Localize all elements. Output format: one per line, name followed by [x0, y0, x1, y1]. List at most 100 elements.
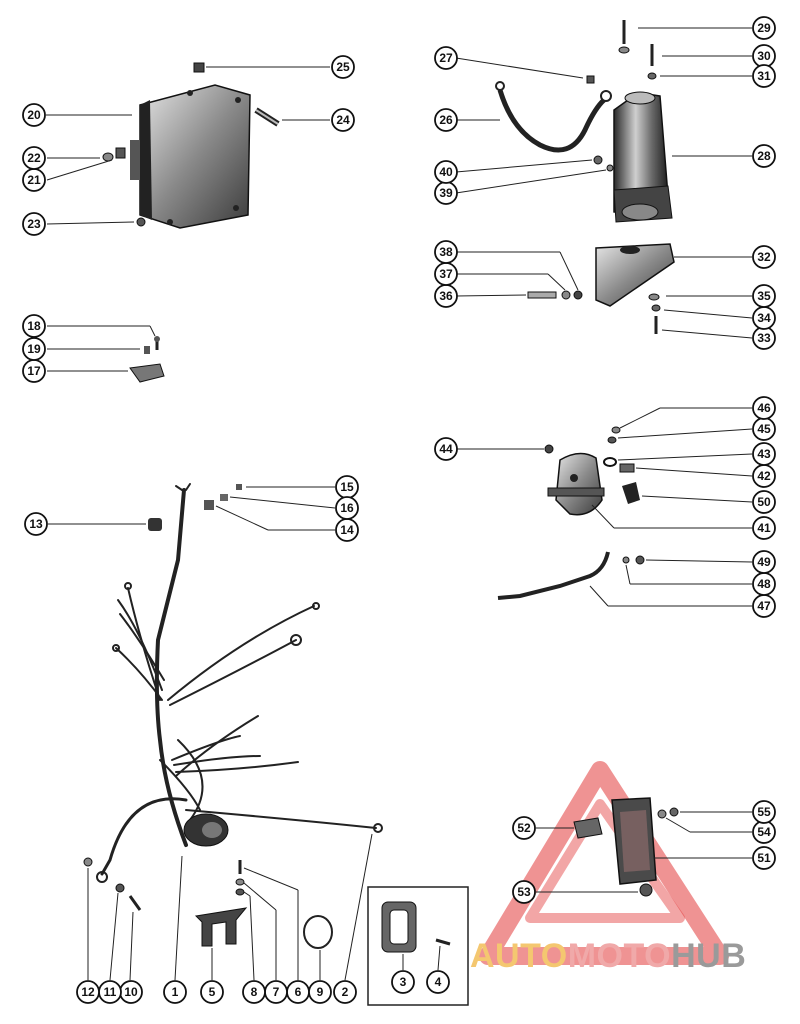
callout-number: 41 [757, 521, 771, 535]
callout-number: 8 [251, 985, 258, 999]
callout-number: 21 [27, 173, 41, 187]
callout-31: 31 [752, 64, 776, 88]
callout-circle [200, 980, 224, 1004]
callout-45: 45 [752, 417, 776, 441]
callout-41: 41 [752, 516, 776, 540]
switch-box-part [130, 84, 251, 229]
callout-20: 20 [22, 103, 46, 127]
callout-number: 46 [757, 401, 771, 415]
callout-35: 35 [752, 284, 776, 308]
callout-number: 39 [439, 186, 453, 200]
bracket-32 [595, 243, 675, 307]
callout-number: 36 [439, 289, 453, 303]
grommet-13 [148, 518, 162, 531]
callout-number: 15 [340, 480, 354, 494]
callout-number: 33 [757, 331, 771, 345]
callout-circle [752, 16, 776, 40]
nut-21 [115, 147, 126, 159]
leader-lines [46, 27, 753, 981]
callout-43: 43 [752, 442, 776, 466]
callout-circle [752, 800, 776, 824]
callout-54: 54 [752, 820, 776, 844]
washer-12 [83, 857, 93, 867]
callout-number: 31 [757, 69, 771, 83]
callout-number: 53 [517, 885, 531, 899]
callout-circle [434, 437, 458, 461]
callout-number: 18 [27, 319, 41, 333]
wiring-harness-1 [100, 483, 377, 876]
callout-number: 55 [757, 805, 771, 819]
callout-5: 5 [200, 980, 224, 1004]
washer-35 [648, 293, 660, 301]
nut-38 [573, 290, 583, 300]
washer-39 [606, 164, 614, 172]
callout-3: 3 [391, 970, 415, 994]
harness-plug [183, 813, 229, 847]
clamp-14 [204, 500, 214, 510]
callout-circle [752, 284, 776, 308]
callout-number: 24 [336, 113, 350, 127]
callout-number: 29 [757, 21, 771, 35]
callout-number: 34 [757, 311, 771, 325]
washer-54 [657, 809, 667, 819]
screw-4 [435, 938, 451, 946]
callout-48: 48 [752, 572, 776, 596]
callout-circle [434, 160, 458, 184]
callout-number: 38 [439, 245, 453, 259]
callout-50: 50 [752, 490, 776, 514]
callout-number: 42 [757, 469, 771, 483]
callout-number: 14 [340, 523, 354, 537]
callout-circle [331, 55, 355, 79]
callout-circle [76, 980, 100, 1004]
gasket-3 [381, 901, 417, 953]
callout-number: 28 [757, 149, 771, 163]
callout-number: 35 [757, 289, 771, 303]
callout-number: 51 [757, 851, 771, 865]
callout-circle [752, 245, 776, 269]
callout-circle [331, 108, 355, 132]
callout-number: 43 [757, 447, 771, 461]
callout-number: 27 [439, 51, 453, 65]
callout-33: 33 [752, 326, 776, 350]
callout-number: 11 [104, 985, 117, 999]
callout-17: 17 [22, 359, 46, 383]
callout-circle [22, 103, 46, 127]
callout-circle [391, 970, 415, 994]
watermark-logo [479, 761, 729, 965]
washer-34 [651, 304, 661, 312]
callout-49: 49 [752, 550, 776, 574]
nut-53 [639, 883, 653, 897]
callout-number: 50 [757, 495, 771, 509]
callout-8: 8 [242, 980, 266, 1004]
callout-number: 2 [342, 985, 349, 999]
callout-25: 25 [331, 55, 355, 79]
callout-12: 12 [76, 980, 100, 1004]
bracket-17 [129, 363, 165, 383]
callout-number: 19 [27, 342, 41, 356]
callout-38: 38 [434, 240, 458, 264]
callout-23: 23 [22, 212, 46, 236]
callout-circle [752, 550, 776, 574]
watermark-moto: MOTO [567, 937, 672, 975]
callout-number: 6 [295, 985, 302, 999]
callout-circle [22, 337, 46, 361]
callout-10: 10 [119, 980, 143, 1004]
nut-55 [669, 807, 679, 817]
callout-30: 30 [752, 44, 776, 68]
callout-number: 49 [757, 555, 771, 569]
washer-7 [235, 878, 245, 886]
callout-number: 37 [439, 267, 453, 281]
screw-24 [254, 107, 280, 127]
callout-circle [752, 144, 776, 168]
callout-circle [752, 396, 776, 420]
callout-number: 4 [435, 975, 442, 989]
nut-31 [647, 72, 657, 80]
callout-number: 7 [273, 985, 280, 999]
nut-25 [193, 62, 205, 73]
callout-13: 13 [24, 512, 48, 536]
callout-circle [752, 846, 776, 870]
callout-circle [163, 980, 187, 1004]
callout-14: 14 [335, 518, 359, 542]
callout-circle [512, 880, 536, 904]
